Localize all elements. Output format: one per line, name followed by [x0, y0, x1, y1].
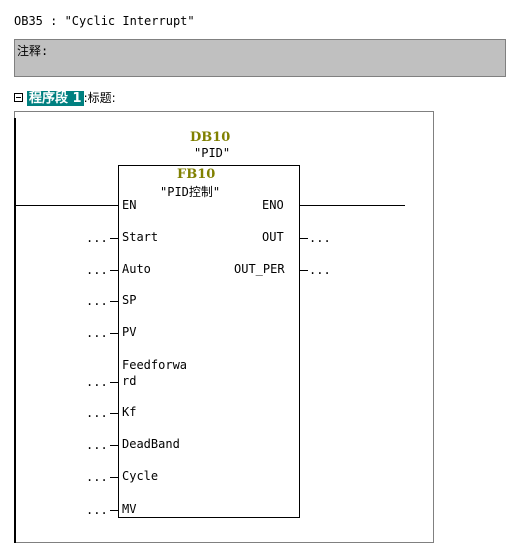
input-pin-auto[interactable]: Auto: [122, 262, 151, 276]
input-stub-pv: [110, 333, 118, 334]
network-header: 程序段 1:标题:: [14, 87, 116, 106]
output-connection-out[interactable]: ...: [309, 231, 331, 245]
function-block-box[interactable]: [118, 165, 300, 518]
output-pin-out-per[interactable]: OUT_PER: [234, 262, 285, 276]
output-connection-out-per[interactable]: ...: [309, 263, 331, 277]
input-connection-feedforward[interactable]: ...: [86, 375, 108, 389]
input-stub-cycle: [110, 477, 118, 478]
input-stub-mv: [110, 510, 118, 511]
input-stub-feedforward: [110, 382, 118, 383]
instance-db-number[interactable]: DB10: [190, 130, 231, 145]
function-block-number[interactable]: FB10: [177, 167, 216, 182]
comment-field[interactable]: 注释:: [14, 39, 506, 77]
instance-db-name: "PID": [194, 146, 231, 160]
input-pin-cycle[interactable]: Cycle: [122, 469, 159, 483]
network-label[interactable]: 程序段 1: [27, 91, 84, 106]
input-pin-start[interactable]: Start: [122, 230, 159, 244]
input-connection-pv[interactable]: ...: [86, 326, 108, 340]
input-stub-auto: [110, 270, 118, 271]
input-connection-kf[interactable]: ...: [86, 406, 108, 420]
input-pin-kf[interactable]: Kf: [122, 405, 137, 419]
input-stub-kf: [110, 413, 118, 414]
input-pin-feedforward-line2[interactable]: rd: [122, 374, 137, 388]
input-connection-sp[interactable]: ...: [86, 294, 108, 308]
input-pin-feedforward-line1[interactable]: Feedforwa: [122, 358, 188, 372]
output-pin-out[interactable]: OUT: [262, 230, 284, 244]
input-connection-deadband[interactable]: ...: [86, 438, 108, 452]
input-pin-pv[interactable]: PV: [122, 325, 137, 339]
input-pin-sp[interactable]: SP: [122, 293, 137, 307]
output-stub-out-per: [300, 270, 308, 271]
output-stub-out: [300, 238, 308, 239]
comment-label: 注释:: [17, 44, 49, 58]
input-stub-deadband: [110, 445, 118, 446]
power-rail: [14, 118, 16, 543]
input-pin-deadband[interactable]: DeadBand: [122, 437, 180, 451]
input-pin-en[interactable]: EN: [122, 198, 137, 212]
block-title: OB35 : "Cyclic Interrupt": [14, 14, 195, 28]
input-pin-mv[interactable]: MV: [122, 502, 137, 516]
input-connection-cycle[interactable]: ...: [86, 470, 108, 484]
collapse-minus-icon[interactable]: [14, 93, 23, 102]
input-connection-auto[interactable]: ...: [86, 263, 108, 277]
network-title-label[interactable]: :标题:: [83, 91, 116, 105]
input-connection-mv[interactable]: ...: [86, 503, 108, 517]
input-stub-sp: [110, 301, 118, 302]
en-wire: [16, 205, 118, 206]
eno-wire: [300, 205, 405, 206]
output-pin-eno[interactable]: ENO: [262, 198, 284, 212]
input-connection-start[interactable]: ...: [86, 231, 108, 245]
function-block-name: "PID控制": [160, 185, 221, 199]
input-stub-start: [110, 238, 118, 239]
